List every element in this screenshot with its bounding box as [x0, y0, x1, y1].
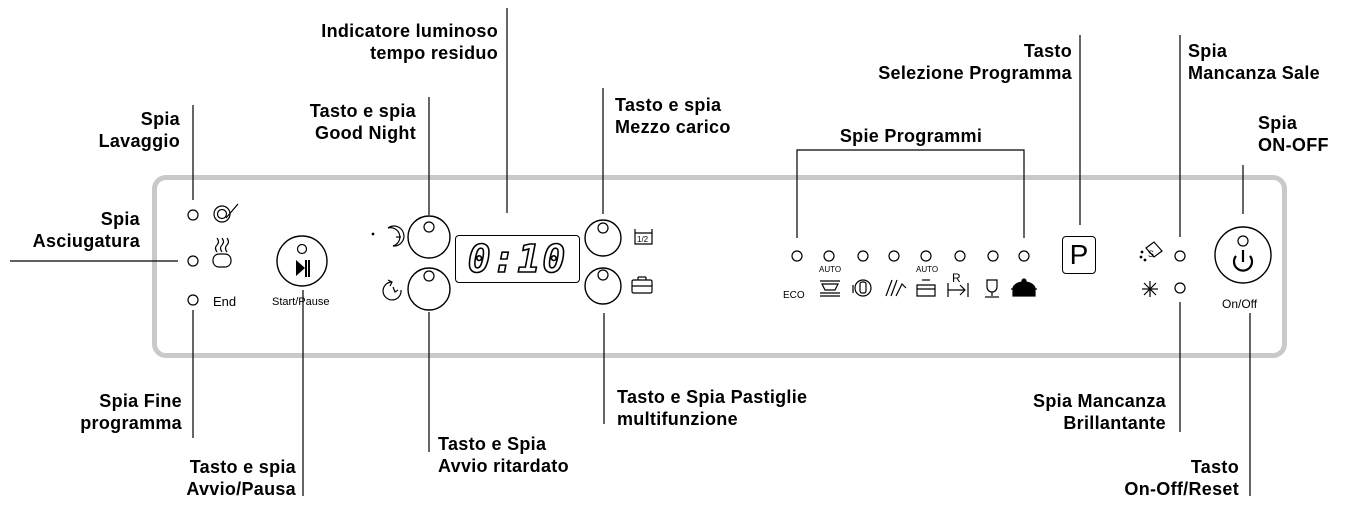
start-pause-text: Start/Pause	[272, 296, 330, 308]
led-program-7	[987, 250, 999, 262]
rinse-aid-icon	[1142, 281, 1158, 297]
tablet-icon	[631, 276, 653, 294]
leader-spie-programmi	[796, 149, 1025, 238]
eco-text: ECO	[783, 290, 805, 301]
control-panel	[152, 175, 1287, 358]
label-spie-programmi: Spie Programmi	[839, 126, 983, 146]
led-program-3	[857, 250, 869, 262]
led-program-auto-1	[823, 250, 835, 262]
intensive-program-icon	[852, 279, 872, 297]
start-pause-button[interactable]	[276, 235, 328, 287]
quick-program-icon	[885, 279, 907, 297]
led-fine	[187, 294, 199, 306]
dry-icon	[212, 237, 232, 268]
half-load-button[interactable]	[584, 219, 622, 257]
led-asciugatura	[187, 255, 199, 267]
salt-icon	[1139, 241, 1163, 262]
end-text: End	[213, 294, 237, 309]
rinse-program-icon	[947, 283, 969, 297]
led-program-eco	[791, 250, 803, 262]
program-select-button[interactable]: P	[1062, 236, 1096, 274]
auto-text-2: AUTO	[916, 265, 939, 274]
half-load-icon	[634, 229, 653, 245]
on-off-button[interactable]	[1214, 226, 1272, 284]
clock-icon	[382, 279, 402, 301]
pot-program-icon	[1011, 278, 1037, 297]
delayed-start-button[interactable]	[407, 267, 451, 311]
r-text: R	[952, 271, 961, 285]
auto-text-1: AUTO	[819, 265, 842, 274]
remaining-time-display: 0:10	[455, 235, 580, 283]
led-program-auto-2	[920, 250, 932, 262]
led-program-8	[1018, 250, 1030, 262]
half-load-text: 1/2	[637, 235, 649, 244]
led-program-6	[954, 250, 966, 262]
on-off-text: On/Off	[1222, 297, 1258, 311]
led-salt	[1174, 250, 1186, 262]
auto-half-program-icon	[916, 279, 936, 297]
tablet-button[interactable]	[584, 267, 622, 305]
good-night-button[interactable]	[407, 215, 451, 259]
moon-icon	[371, 225, 405, 247]
led-lavaggio	[187, 209, 199, 221]
wash-icon	[213, 203, 239, 223]
auto-program-icon	[820, 280, 840, 297]
led-program-4	[888, 250, 900, 262]
glass-program-icon	[985, 279, 999, 298]
led-rinse-aid	[1174, 282, 1186, 294]
